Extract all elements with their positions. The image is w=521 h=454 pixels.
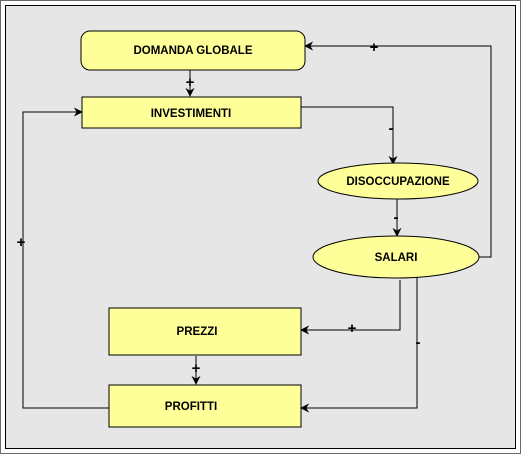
edge-salari-to-profitti [300, 274, 418, 413]
node-domanda-globale-label: DOMANDA GLOBALE [133, 45, 252, 57]
sign-salari-to-domanda: + [370, 39, 379, 56]
node-investimenti: INVESTIMENTI [81, 96, 302, 129]
sign-profitti-to-investimenti: + [17, 234, 26, 251]
node-disoccupazione-label: DISOCCUPAZIONE [346, 176, 450, 188]
edge-profitti-to-investimenti [22, 107, 109, 409]
sign-salari-to-profitti: - [416, 334, 421, 351]
node-profitti: PROFITTI [108, 384, 302, 428]
node-disoccupazione: DISOCCUPAZIONE [317, 162, 479, 200]
diagram-panel [5, 5, 516, 449]
sign-domanda-to-investimenti: + [186, 74, 195, 91]
node-prezzi: PREZZI [108, 307, 302, 356]
sign-prezzi-to-profitti: + [192, 360, 201, 377]
node-domanda-globale: DOMANDA GLOBALE [80, 30, 306, 71]
edge-investimenti-to-disoccupazione [301, 106, 398, 165]
node-profitti-label: PROFITTI [165, 401, 217, 413]
edge-salari-to-prezzi [300, 280, 401, 335]
node-salari: SALARI [312, 235, 480, 279]
node-investimenti-label: INVESTIMENTI [151, 108, 232, 120]
sign-investimenti-to-disoccupazione: - [389, 120, 394, 137]
sign-salari-to-prezzi: + [348, 320, 357, 337]
sign-disoccupazione-to-salari: - [394, 209, 399, 226]
node-salari-label: SALARI [375, 252, 418, 264]
edge-salari-to-domanda [304, 41, 492, 258]
node-prezzi-label: PREZZI [177, 326, 218, 338]
